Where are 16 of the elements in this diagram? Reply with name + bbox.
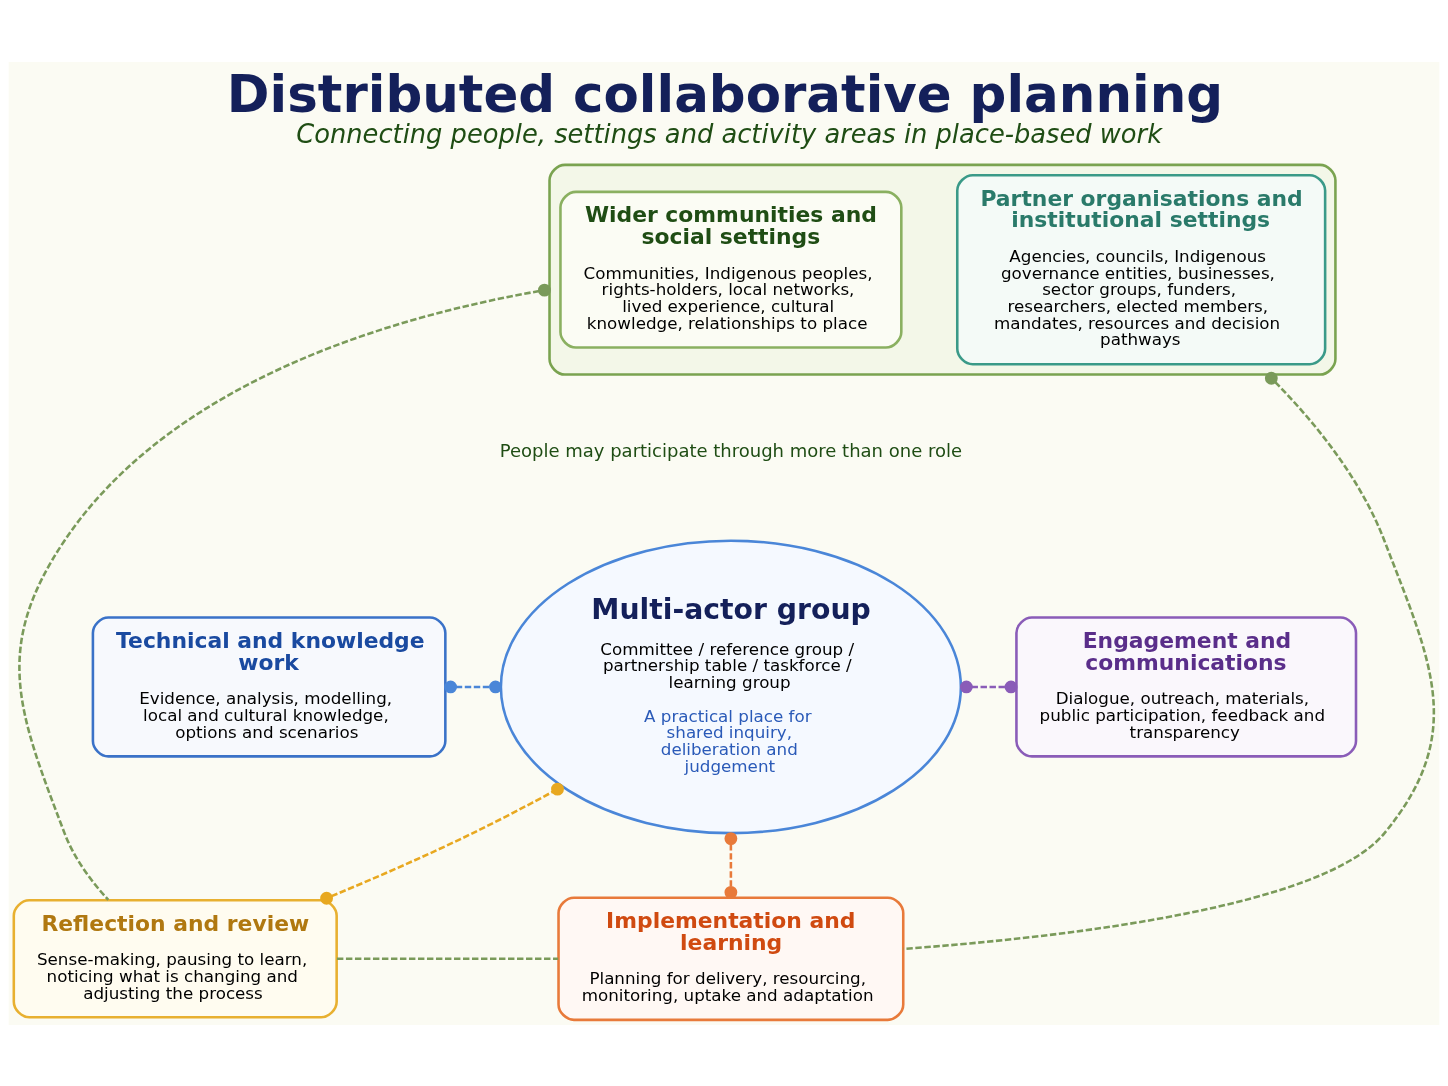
connector [320, 782, 564, 905]
connector [444, 680, 502, 693]
cluster [548, 163, 1337, 376]
node-box: Reflection and review Sense-making, pausing to learn, noticing what is changing and adjusting the process [12, 898, 338, 1019]
node-ellipse: Multi-actor group Committee / reference group / partnership table / taskforce / learning group A practical place for shared inquiry, deliberation and judgement [499, 538, 963, 834]
connector [18, 283, 551, 901]
connector [724, 831, 738, 899]
connector [959, 680, 1018, 693]
node-box: Engagement and communications Dialogue, outreach, materials, public participation, feedback and transparency [1015, 615, 1358, 758]
node-box: Implementation and learning Planning for delivery, resourcing, monitoring, uptake and adaptation [557, 895, 905, 1021]
connector [336, 956, 559, 960]
node-box: Wider communities and social settings Communities, Indigenous peoples, rights-holders, local networks, lived experience, cultural knowledge, relationships to place [559, 190, 903, 349]
node-box: Technical and knowledge work Evidence, analysis, modelling, local and cultural knowledge, options and scenarios [91, 615, 447, 758]
label: People may participate through more than one role [499, 439, 963, 461]
node-box: Partner organisations and institutional settings Agencies, councils, Indigenous governance entities, businesses, sector groups, funders, researchers, elected members, mandates, resources and decision pathways [956, 173, 1327, 366]
connector [903, 371, 1435, 950]
